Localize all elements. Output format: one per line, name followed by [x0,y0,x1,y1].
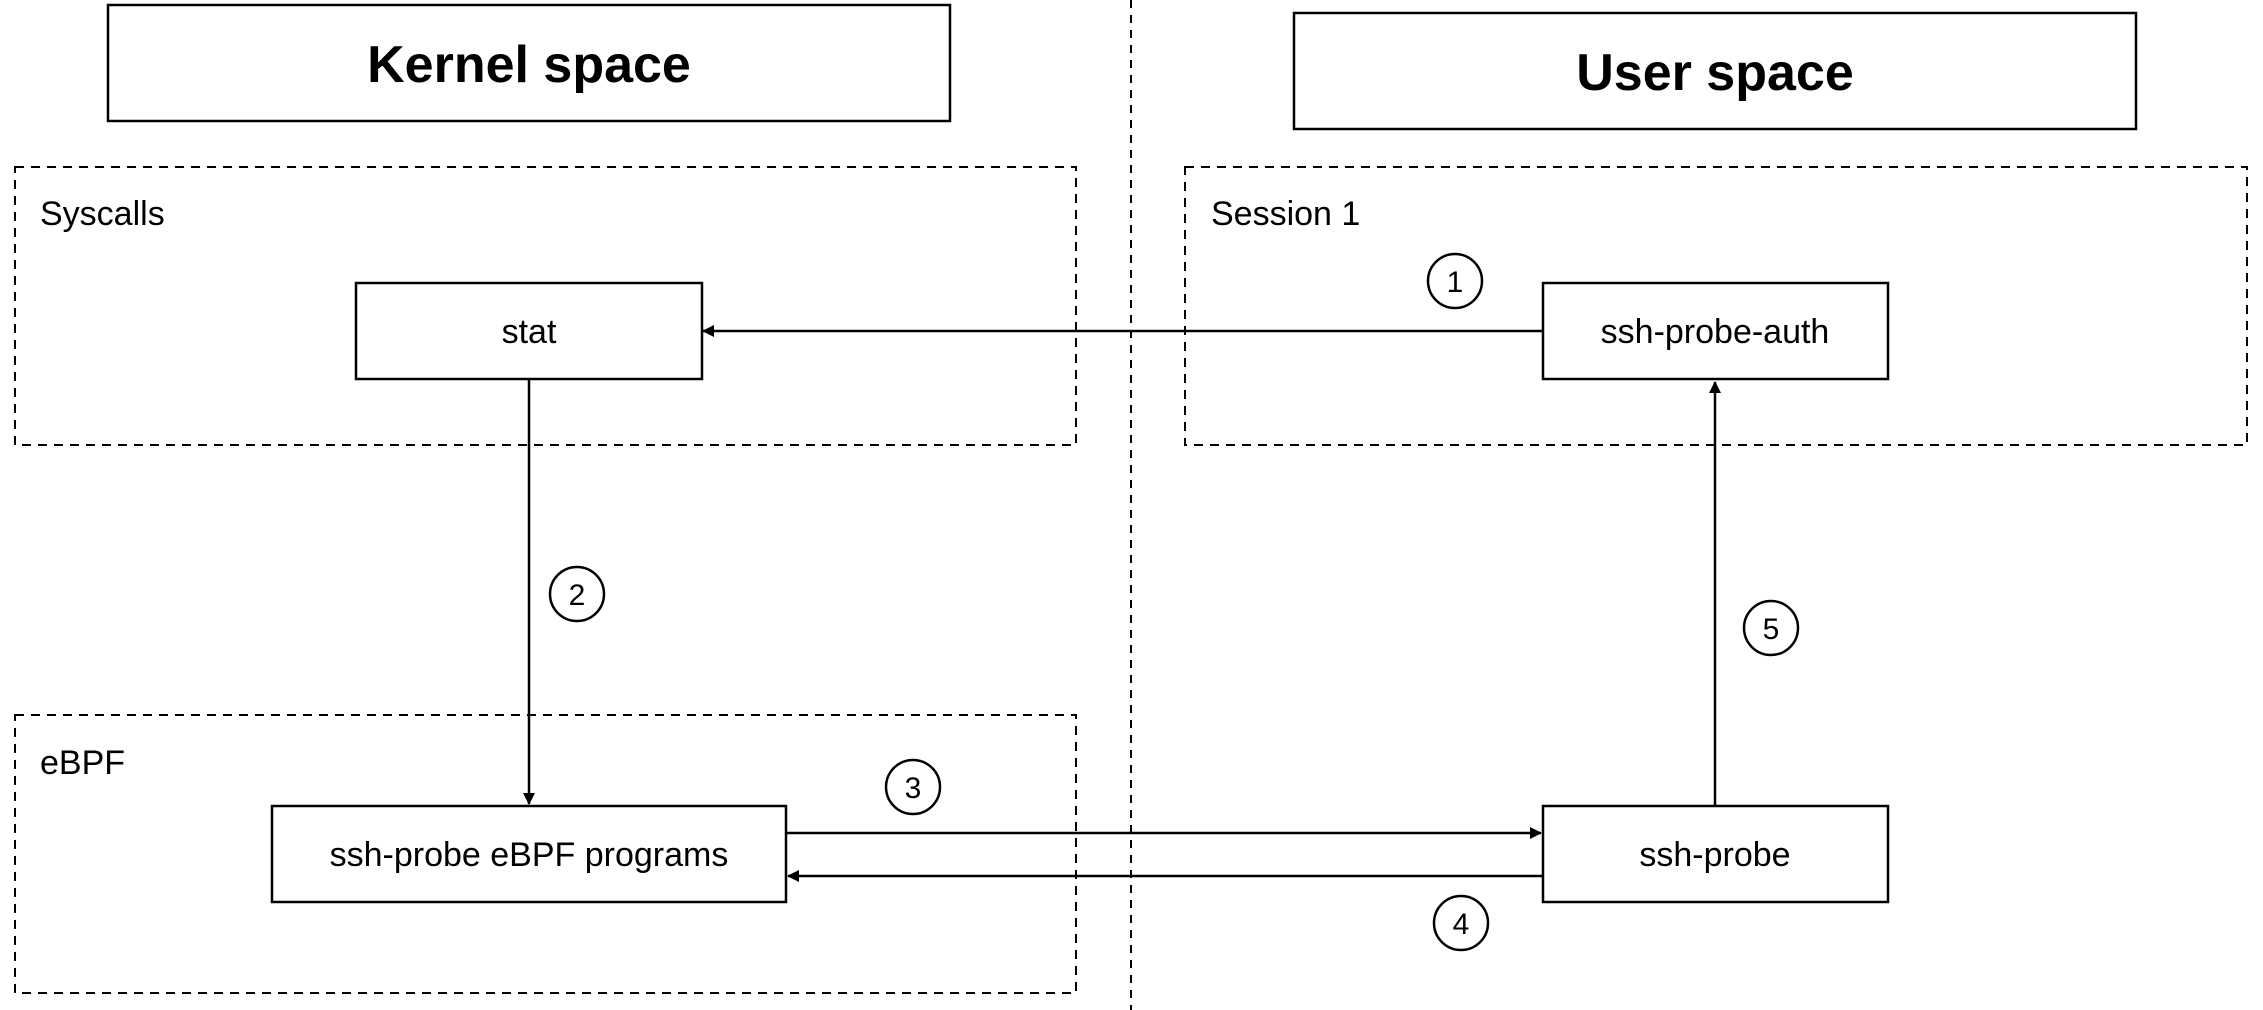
ssh-probe-node-label: ssh-probe [1639,836,1790,874]
stat-node-label: stat [502,313,557,351]
step-marker-4: 4 [1432,894,1490,952]
ssh-probe-auth-node-label: ssh-probe-auth [1601,313,1830,351]
kernel-space-title: Kernel space [367,36,691,94]
step-marker-2: 2 [548,565,606,623]
ebpf-group: eBPF [14,714,1077,994]
step-3-label: 3 [905,772,922,805]
ebpf-group-label: eBPF [40,744,125,782]
syscalls-group: Syscalls [14,166,1077,446]
step-4-label: 4 [1453,908,1470,941]
session-group-label: Session 1 [1211,195,1360,233]
ssh-probe-auth-node: ssh-probe-auth [1541,281,1890,381]
step-marker-5: 5 [1742,599,1800,657]
stat-node: stat [354,281,704,381]
kernel-space-header: Kernel space [106,3,952,123]
user-space-header: User space [1292,11,2138,131]
step-2-label: 2 [569,579,586,612]
ebpf-programs-node-label: ssh-probe eBPF programs [330,836,729,874]
step-marker-1: 1 [1426,252,1484,310]
ebpf-programs-node: ssh-probe eBPF programs [270,804,788,904]
syscalls-group-label: Syscalls [40,195,165,233]
step-marker-3: 3 [884,758,942,816]
user-space-title: User space [1576,44,1854,102]
session-group: Session 1 [1184,166,2248,446]
step-5-label: 5 [1763,613,1780,646]
ssh-probe-node: ssh-probe [1541,804,1890,904]
step-1-label: 1 [1447,266,1464,299]
